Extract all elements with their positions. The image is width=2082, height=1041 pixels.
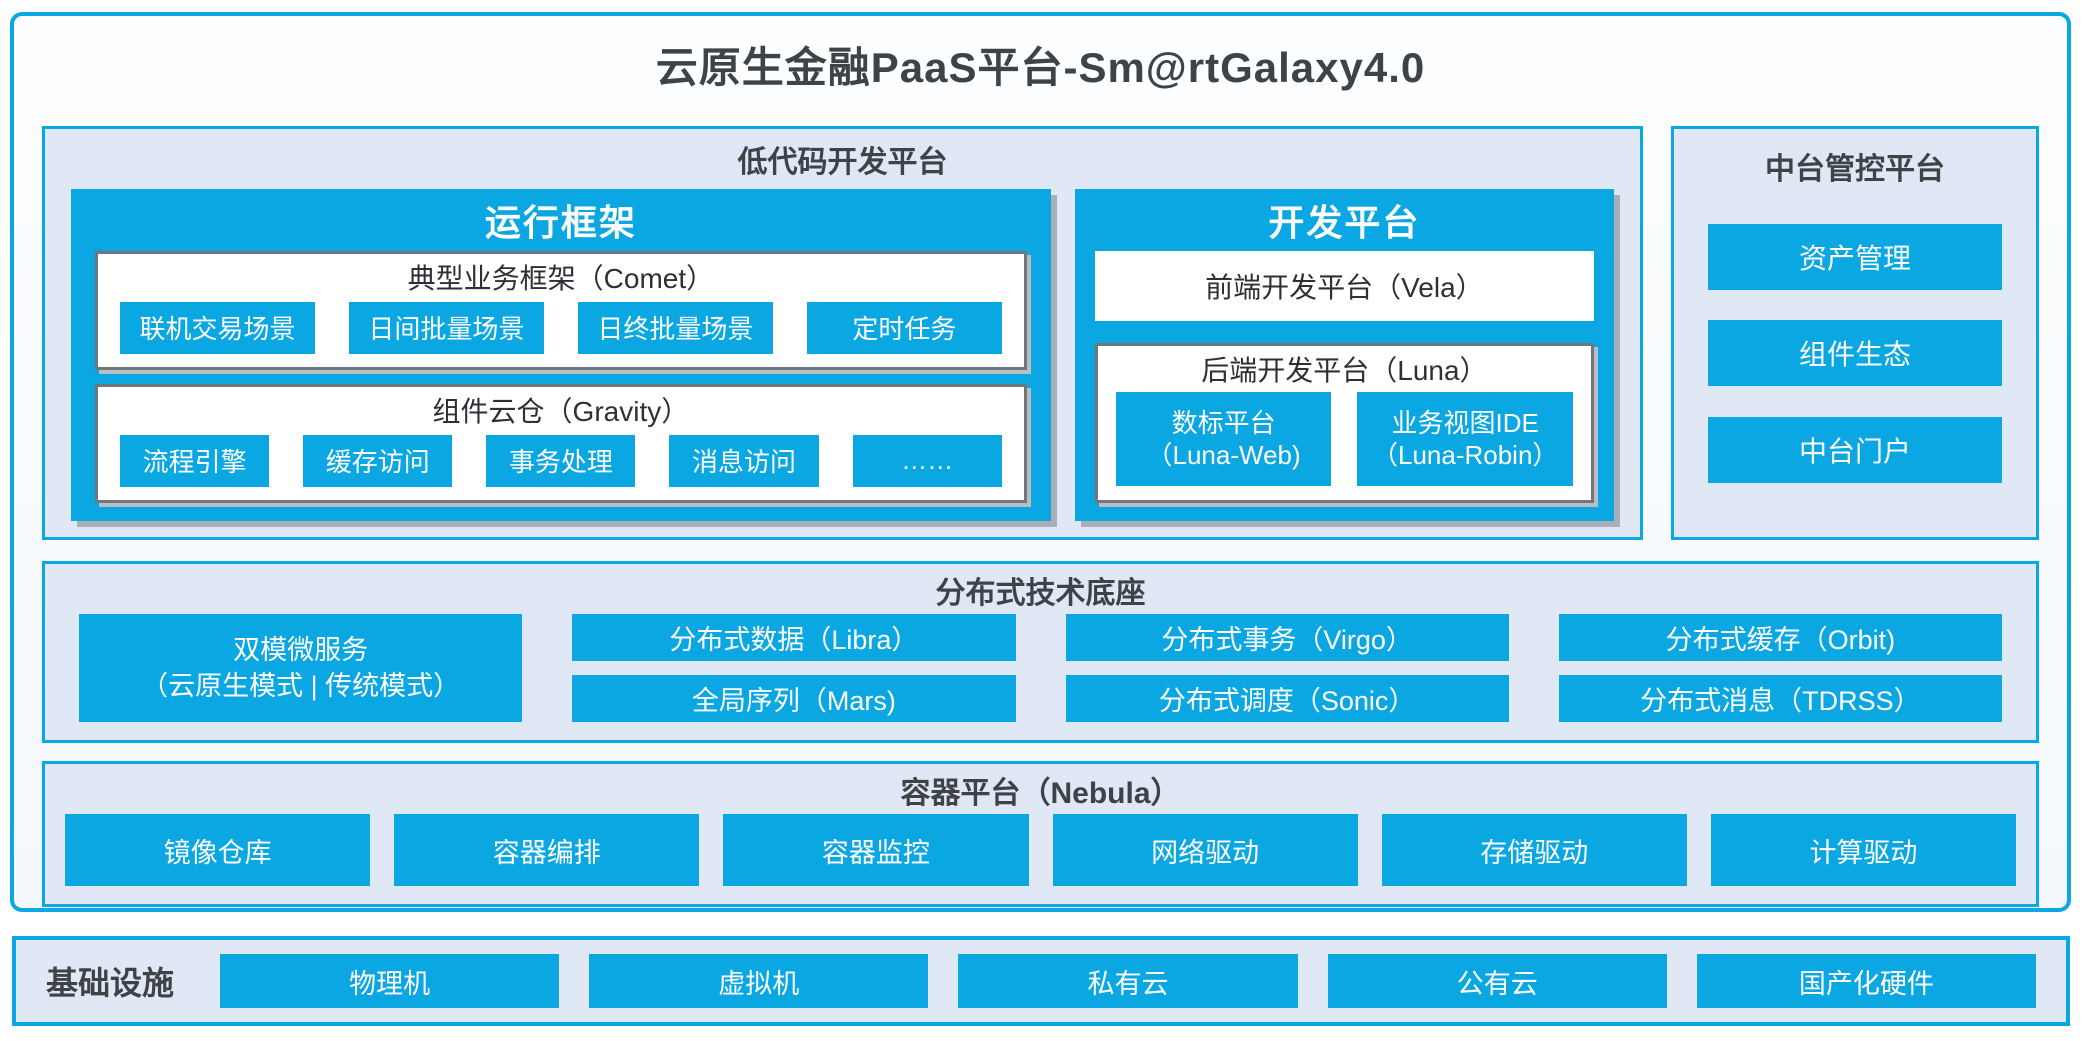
infra-item-domestic-hardware: 国产化硬件 [1696, 954, 2037, 1008]
runtime-framework-panel: 运行框架 典型业务框架（Comet） 联机交易场景 日间批量场景 日终批量场景 … [71, 189, 1051, 521]
luna-title: 后端开发平台（Luna） [1201, 355, 1488, 386]
dual-mode-line2: （云原生模式 | 传统模式） [141, 671, 461, 701]
nebula-item-orchestration: 容器编排 [394, 814, 700, 886]
nebula-item-network-driver: 网络驱动 [1052, 814, 1358, 886]
lowcode-row: 运行框架 典型业务框架（Comet） 联机交易场景 日间批量场景 日终批量场景 … [45, 189, 1640, 537]
dist-item-scheduling-sonic: 分布式调度（Sonic） [1065, 675, 1509, 722]
comet-item-online-trading: 联机交易场景 [120, 301, 315, 354]
comet-item-eod-batch: 日终批量场景 [577, 301, 773, 354]
midplatform-item-component-ecosystem: 组件生态 [1708, 320, 2002, 386]
luna-box: 后端开发平台（Luna） 数标平台 （Luna-Web) 业务视图IDE （Lu… [1094, 343, 1594, 503]
infrastructure-label: 基础设施 [46, 965, 175, 1001]
nebula-item-monitoring: 容器监控 [723, 814, 1029, 886]
lowcode-panel-header: 低代码开发平台 [737, 146, 948, 179]
luna-item-web: 数标平台 （Luna-Web) [1115, 392, 1332, 486]
distributed-grid: 双模微服务 （云原生模式 | 传统模式） 分布式数据（Libra） 全局序列（M… [45, 610, 2036, 740]
dist-item-transaction-virgo: 分布式事务（Virgo） [1065, 614, 1509, 661]
luna-item-robin-name: 业务视图IDE [1391, 408, 1539, 438]
gravity-box: 组件云仓（Gravity） 流程引擎 缓存访问 事务处理 消息访问 …… [95, 384, 1027, 503]
nebula-item-image-registry: 镜像仓库 [65, 814, 371, 886]
top-row: 低代码开发平台 运行框架 典型业务框架（Comet） 联机交易场景 日间批量场景… [42, 126, 2039, 540]
container-platform-panel: 容器平台（Nebula） 镜像仓库 容器编排 容器监控 网络驱动 存储驱动 计算… [42, 761, 2039, 907]
dev-platform-header: 开发平台 [1268, 202, 1421, 243]
gravity-title: 组件云仓（Gravity） [432, 396, 690, 427]
infra-item-physical-machine: 物理机 [220, 954, 560, 1008]
infrastructure-panel: 基础设施 物理机 虚拟机 私有云 公有云 国产化硬件 [12, 936, 2070, 1026]
midplatform-panel: 中台管控平台 资产管理 组件生态 中台门户 [1671, 126, 2039, 540]
dist-item-data-libra: 分布式数据（Libra） [572, 614, 1016, 661]
dist-item-sequence-mars: 全局序列（Mars) [572, 675, 1016, 722]
gravity-item-process-engine: 流程引擎 [120, 434, 270, 487]
nebula-item-compute-driver: 计算驱动 [1710, 814, 2017, 886]
midplatform-item-portal: 中台门户 [1708, 416, 2002, 483]
lowcode-panel: 低代码开发平台 运行框架 典型业务框架（Comet） 联机交易场景 日间批量场景… [42, 126, 1643, 540]
infra-item-private-cloud: 私有云 [958, 954, 1298, 1008]
infra-item-public-cloud: 公有云 [1327, 954, 1667, 1008]
luna-item-robin: 业务视图IDE （Luna-Robin） [1357, 392, 1574, 486]
comet-title: 典型业务框架（Comet） [407, 263, 715, 294]
distributed-col-3: 分布式缓存（Orbit) 分布式消息（TDRSS） [1558, 614, 2002, 722]
midplatform-item-asset-management: 资产管理 [1708, 223, 2002, 290]
distributed-base-panel: 分布式技术底座 双模微服务 （云原生模式 | 传统模式） 分布式数据（Libra… [42, 561, 2039, 743]
comet-chip-row: 联机交易场景 日间批量场景 日终批量场景 定时任务 [98, 300, 1024, 367]
luna-row: 数标平台 （Luna-Web) 业务视图IDE （Luna-Robin） [1098, 392, 1591, 500]
infrastructure-items: 物理机 虚拟机 私有云 公有云 国产化硬件 [220, 954, 2037, 1008]
container-platform-header: 容器平台（Nebula） [900, 777, 1181, 810]
distributed-col-2: 分布式事务（Virgo） 分布式调度（Sonic） [1065, 614, 1509, 722]
dual-mode-line1: 双模微服务 [233, 635, 369, 665]
dual-mode-microservice-block: 双模微服务 （云原生模式 | 传统模式） [79, 614, 523, 722]
gravity-item-ellipsis: …… [852, 434, 1002, 487]
gravity-chip-row: 流程引擎 缓存访问 事务处理 消息访问 …… [98, 433, 1024, 500]
page-title: 云原生金融PaaS平台-Sm@rtGalaxy4.0 [655, 43, 1426, 91]
luna-item-web-code: （Luna-Web) [1146, 440, 1301, 470]
distributed-col-1: 分布式数据（Libra） 全局序列（Mars) [572, 614, 1016, 722]
nebula-item-storage-driver: 存储驱动 [1381, 814, 1687, 886]
comet-box: 典型业务框架（Comet） 联机交易场景 日间批量场景 日终批量场景 定时任务 [95, 251, 1027, 370]
vela-box: 前端开发平台（Vela） [1094, 251, 1594, 321]
midplatform-items: 资产管理 组件生态 中台门户 [1674, 193, 2036, 537]
comet-item-daytime-batch: 日间批量场景 [348, 301, 544, 354]
dev-platform-panel: 开发平台 前端开发平台（Vela） 后端开发平台（Luna） 数标平台 （Lun… [1074, 189, 1614, 521]
dist-item-cache-orbit: 分布式缓存（Orbit) [1558, 614, 2002, 661]
main-container: 云原生金融PaaS平台-Sm@rtGalaxy4.0 低代码开发平台 运行框架 … [10, 12, 2071, 912]
luna-item-web-name: 数标平台 [1171, 408, 1276, 438]
gravity-item-transaction: 事务处理 [486, 434, 636, 487]
dist-item-message-tdrss: 分布式消息（TDRSS） [1558, 675, 2002, 722]
midplatform-header: 中台管控平台 [1765, 153, 1945, 186]
container-platform-items: 镜像仓库 容器编排 容器监控 网络驱动 存储驱动 计算驱动 [45, 810, 2036, 904]
luna-item-robin-code: （Luna-Robin） [1371, 440, 1559, 470]
comet-item-scheduled-task: 定时任务 [806, 301, 1002, 354]
gravity-item-cache-access: 缓存访问 [303, 434, 453, 487]
distributed-base-header: 分布式技术底座 [935, 577, 1146, 610]
gravity-item-message-access: 消息访问 [669, 434, 819, 487]
infra-item-virtual-machine: 虚拟机 [589, 954, 929, 1008]
runtime-framework-header: 运行框架 [484, 202, 637, 243]
